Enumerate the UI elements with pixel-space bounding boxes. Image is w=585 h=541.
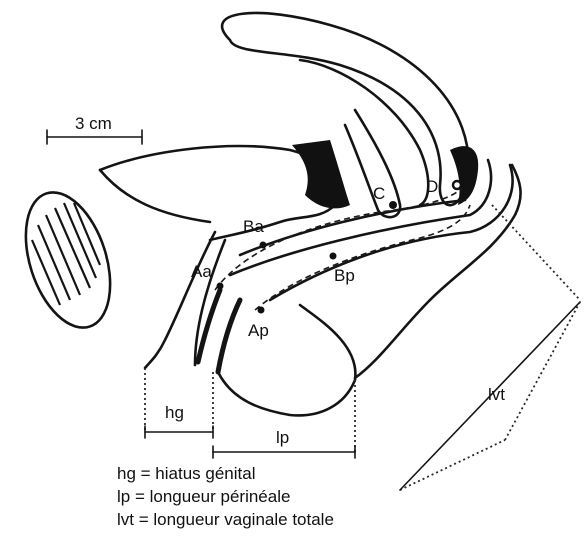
legend-hg: hg = hiatus génital — [117, 464, 255, 484]
scale-label: 3 cm — [75, 114, 112, 133]
bladder-anterior-wall — [100, 170, 210, 222]
point-ap — [258, 307, 265, 314]
label-c: C — [373, 184, 385, 203]
label-bp: Bp — [334, 266, 355, 285]
legend-lvt: lvt = longueur vaginale totale — [117, 510, 334, 530]
bladder-outline — [100, 146, 338, 240]
perineal-body — [218, 305, 355, 415]
label-ap: Ap — [248, 321, 269, 340]
point-aa — [217, 283, 224, 290]
posterior-wall-thick-segment — [218, 300, 240, 372]
point-d — [453, 181, 461, 189]
point-ba — [260, 242, 267, 249]
lvt-label: lvt — [488, 385, 505, 404]
anterior-wall-thick-segment — [198, 290, 220, 362]
posterior-fornix-shaded — [450, 146, 478, 205]
posterior-vaginal-wall — [240, 200, 465, 255]
anterior-fornix-shaded — [292, 140, 350, 208]
lp-label: lp — [276, 428, 289, 447]
point-c — [389, 201, 397, 209]
point-bp — [330, 253, 337, 260]
label-aa: Aa — [191, 262, 212, 281]
pubic-symphysis — [10, 182, 126, 339]
hg-label: hg — [165, 403, 184, 422]
label-d: D — [426, 177, 438, 196]
legend-lp: lp = longueur périnéale — [117, 487, 290, 507]
label-ba: Ba — [243, 217, 264, 236]
